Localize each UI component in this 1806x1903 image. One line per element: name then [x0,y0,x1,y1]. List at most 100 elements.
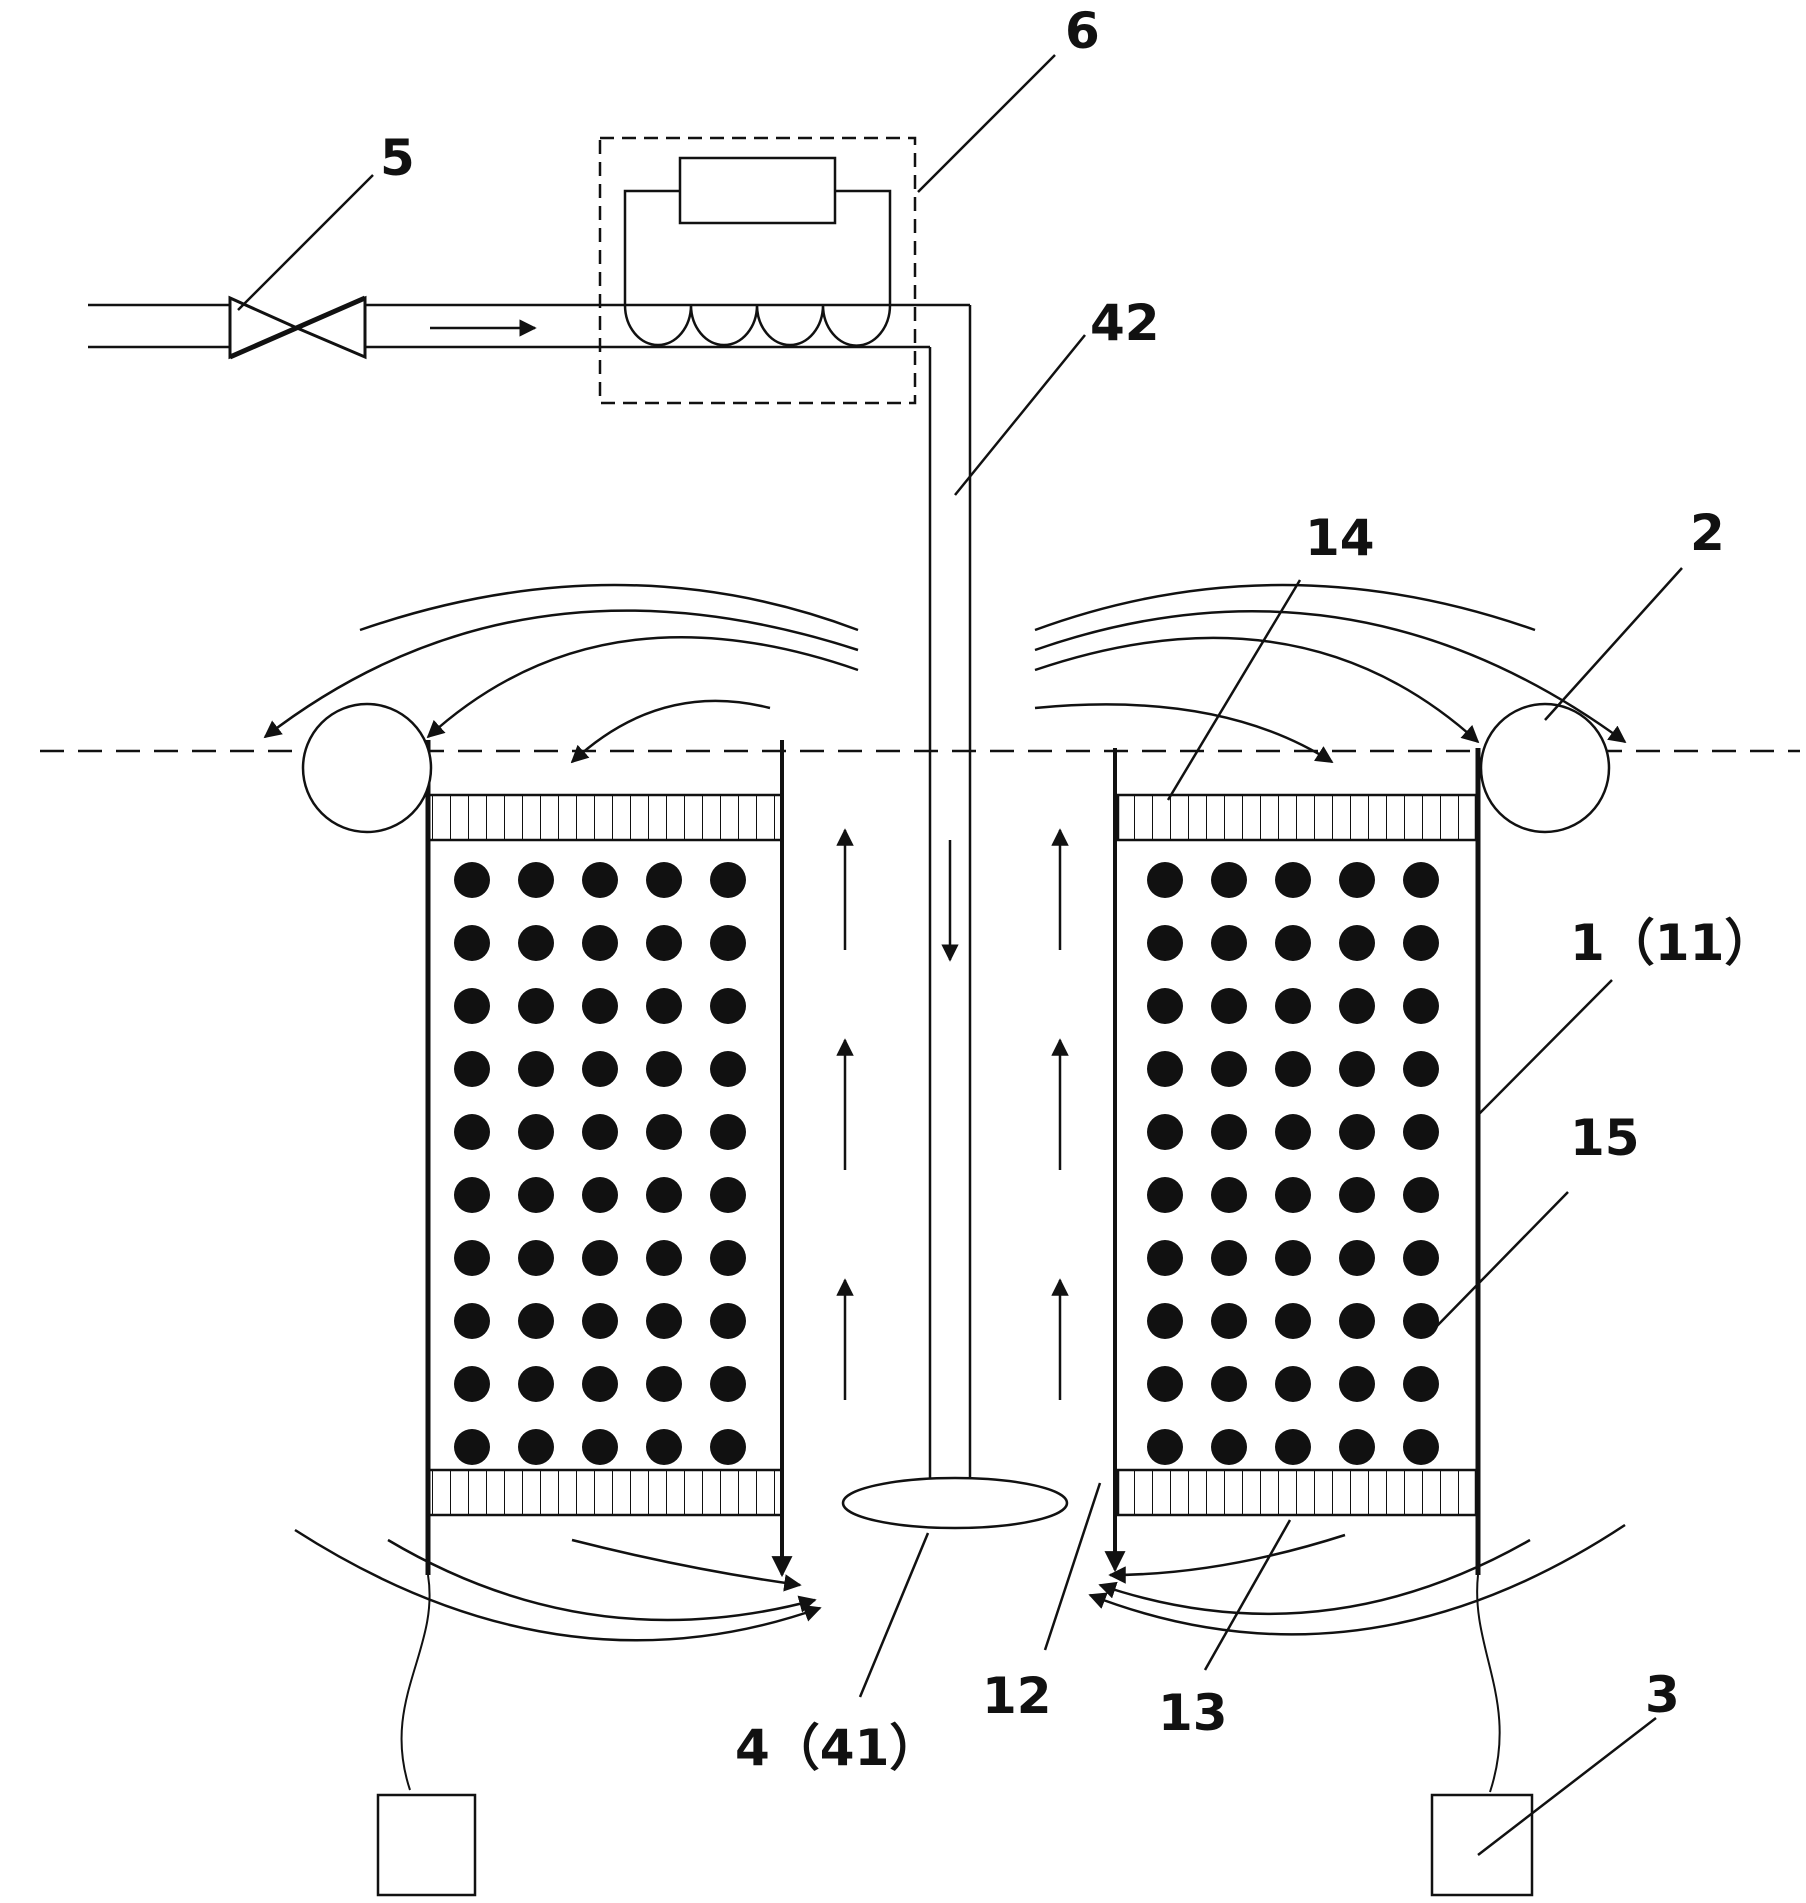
carrier-media-dot [646,1429,682,1465]
carrier-media-dot [1147,1114,1183,1150]
aerator-disc [841,1476,1069,1530]
carrier-media-dot [1339,1303,1375,1339]
carrier-media-dot [454,862,490,898]
left-reactor-module [425,740,784,1575]
carrier-media-dot [1275,862,1311,898]
carrier-media-dot [710,1429,746,1465]
carrier-media-dot [710,925,746,961]
carrier-media-dot [454,1366,490,1402]
carrier-media-dot [710,1303,746,1339]
carrier-media-dot [1275,1429,1311,1465]
carrier-media-dot [1403,1366,1439,1402]
carrier-media-dot [454,1114,490,1150]
carrier-media-dot [1403,1303,1439,1339]
carrier-media-dot [1211,1177,1247,1213]
carrier-media-dot [646,1366,682,1402]
float-right [1479,702,1611,834]
label-wall: 12 [982,1667,1052,1725]
carrier-media-dot [1339,925,1375,961]
carrier-media-dot [518,1177,554,1213]
carrier-media-dot [1339,862,1375,898]
carrier-media-dot [1147,1303,1183,1339]
carrier-media-dot [582,1177,618,1213]
carrier-media-dot [1147,1051,1183,1087]
leader-lines [237,54,1683,1856]
carrier-media-dot [1147,1366,1183,1402]
label-gas-pipe: 42 [1090,294,1160,352]
carrier-media-dot [646,1240,682,1276]
upflow-arrows [836,828,1069,1400]
carrier-media-dot [710,862,746,898]
carrier-media-dot [454,1303,490,1339]
carrier-media-dot [1275,988,1311,1024]
carrier-media-dot [1403,925,1439,961]
carrier-media-dot [582,1051,618,1087]
carrier-media-dot [582,1366,618,1402]
carrier-media-dot [1403,862,1439,898]
carrier-media-dot [1147,925,1183,961]
carrier-media-dot [518,925,554,961]
carrier-media-dot [1275,1051,1311,1087]
carrier-media-dot [582,862,618,898]
carrier-media-dot [1147,862,1183,898]
carrier-media-dot [454,925,490,961]
carrier-media-dot [1211,1114,1247,1150]
carrier-media-dot [518,862,554,898]
heater-unit [598,136,917,405]
label-bottom-screen: 13 [1158,1684,1228,1742]
carrier-media-dot [1275,1114,1311,1150]
carrier-media-dot [1403,1429,1439,1465]
carrier-media-dot [1147,1429,1183,1465]
power-supply-right [1430,1574,1534,1897]
carrier-media-dot [646,988,682,1024]
carrier-media-dot [1147,1240,1183,1276]
carrier-media-dot [1339,1429,1375,1465]
carrier-media-dot [1339,1366,1375,1402]
carrier-media-dot [710,1051,746,1087]
inlet-pipe [88,303,970,349]
carrier-media-dot [1147,1177,1183,1213]
carrier-media-dot [1147,988,1183,1024]
carrier-media-dot [518,1051,554,1087]
label-top-screen: 14 [1305,509,1375,567]
carrier-media-dot [454,1177,490,1213]
carrier-media-dot [518,1114,554,1150]
carrier-media-dot [646,862,682,898]
carrier-media-dot [710,1240,746,1276]
carrier-media-dot [710,1114,746,1150]
carrier-media-dot [1403,1051,1439,1087]
carrier-media-dot [646,1051,682,1087]
gas-pipe [928,305,972,1478]
carrier-media-dot [518,1240,554,1276]
label-valve: 5 [380,129,415,187]
carrier-media-dot [710,988,746,1024]
bottom-circulation-arrows [294,1523,1626,1642]
label-float: 2 [1690,504,1725,562]
carrier-media-dot [1211,988,1247,1024]
carrier-media-dot [1403,1240,1439,1276]
carrier-media-right [1147,862,1439,1465]
carrier-media-dot [582,1303,618,1339]
carrier-media-dot [1403,1177,1439,1213]
carrier-media-dot [518,988,554,1024]
label-power: 3 [1645,1666,1680,1724]
top-circulation-arrows [263,583,1627,764]
carrier-media-dot [1339,1240,1375,1276]
carrier-media-dot [646,1114,682,1150]
carrier-media-dot [1275,1366,1311,1402]
carrier-media-dot [1403,1114,1439,1150]
valve [228,295,367,360]
carrier-media-dot [454,988,490,1024]
carrier-media-dot [1339,1051,1375,1087]
carrier-media-dot [1403,988,1439,1024]
carrier-media-dot [1275,1303,1311,1339]
right-reactor-module [1113,748,1481,1575]
label-reactor: 1（11） [1570,914,1774,972]
power-supply-left [376,1574,477,1897]
label-aerator: 4（41） [735,1719,939,1777]
carrier-media-dot [454,1240,490,1276]
carrier-media-dot [646,925,682,961]
carrier-media-dot [582,1240,618,1276]
carrier-media-dot [1211,1429,1247,1465]
carrier-media-dot [454,1429,490,1465]
